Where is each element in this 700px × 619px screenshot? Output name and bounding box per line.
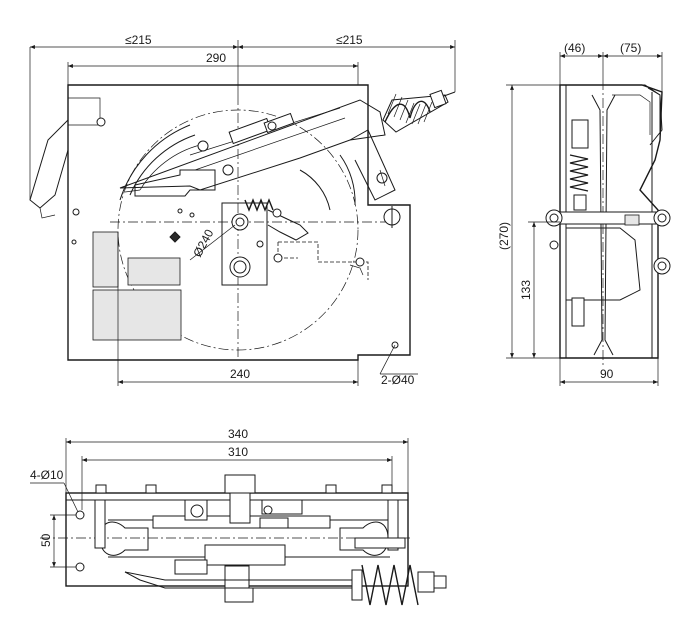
top-spring xyxy=(351,564,447,606)
dim-side-75: (75) xyxy=(620,41,641,55)
dim-sheave-diameter: Ø240 xyxy=(190,227,216,260)
dim-right-half: ≤215 xyxy=(336,33,363,47)
dim-holes-front: 2-Ø40 xyxy=(381,373,415,387)
side-body xyxy=(559,84,663,359)
top-mount-hole xyxy=(75,510,85,520)
dim-top-holes: 4-Ø10 xyxy=(30,468,64,482)
front-view: Ø240 ≤215 ≤215 290 240 2-Ø40 xyxy=(29,33,456,387)
base-plate xyxy=(67,84,411,361)
dim-side-90: 90 xyxy=(600,367,614,381)
mounting-plate xyxy=(221,202,268,286)
small-spring xyxy=(244,198,274,212)
dim-width-290: 290 xyxy=(206,51,226,65)
left-bracket xyxy=(29,119,69,209)
side-sheave xyxy=(591,94,616,356)
sheave-wheel xyxy=(119,124,191,201)
dim-left-half: ≤215 xyxy=(125,33,152,47)
dim-top-50: 50 xyxy=(39,533,53,547)
dim-side-46: (46) xyxy=(564,41,585,55)
dim-top-310: 310 xyxy=(228,445,248,459)
side-view: (46) (75) (270) 133 90 xyxy=(497,41,671,386)
top-view: 340 310 4-Ø10 50 xyxy=(30,427,447,606)
pawl xyxy=(267,209,309,241)
dim-bottom-240: 240 xyxy=(230,367,250,381)
dim-side-270: (270) xyxy=(497,222,511,250)
dim-top-340: 340 xyxy=(228,427,248,441)
dim-side-133: 133 xyxy=(519,280,533,300)
tension-spring xyxy=(382,89,456,133)
side-spring xyxy=(569,119,589,211)
